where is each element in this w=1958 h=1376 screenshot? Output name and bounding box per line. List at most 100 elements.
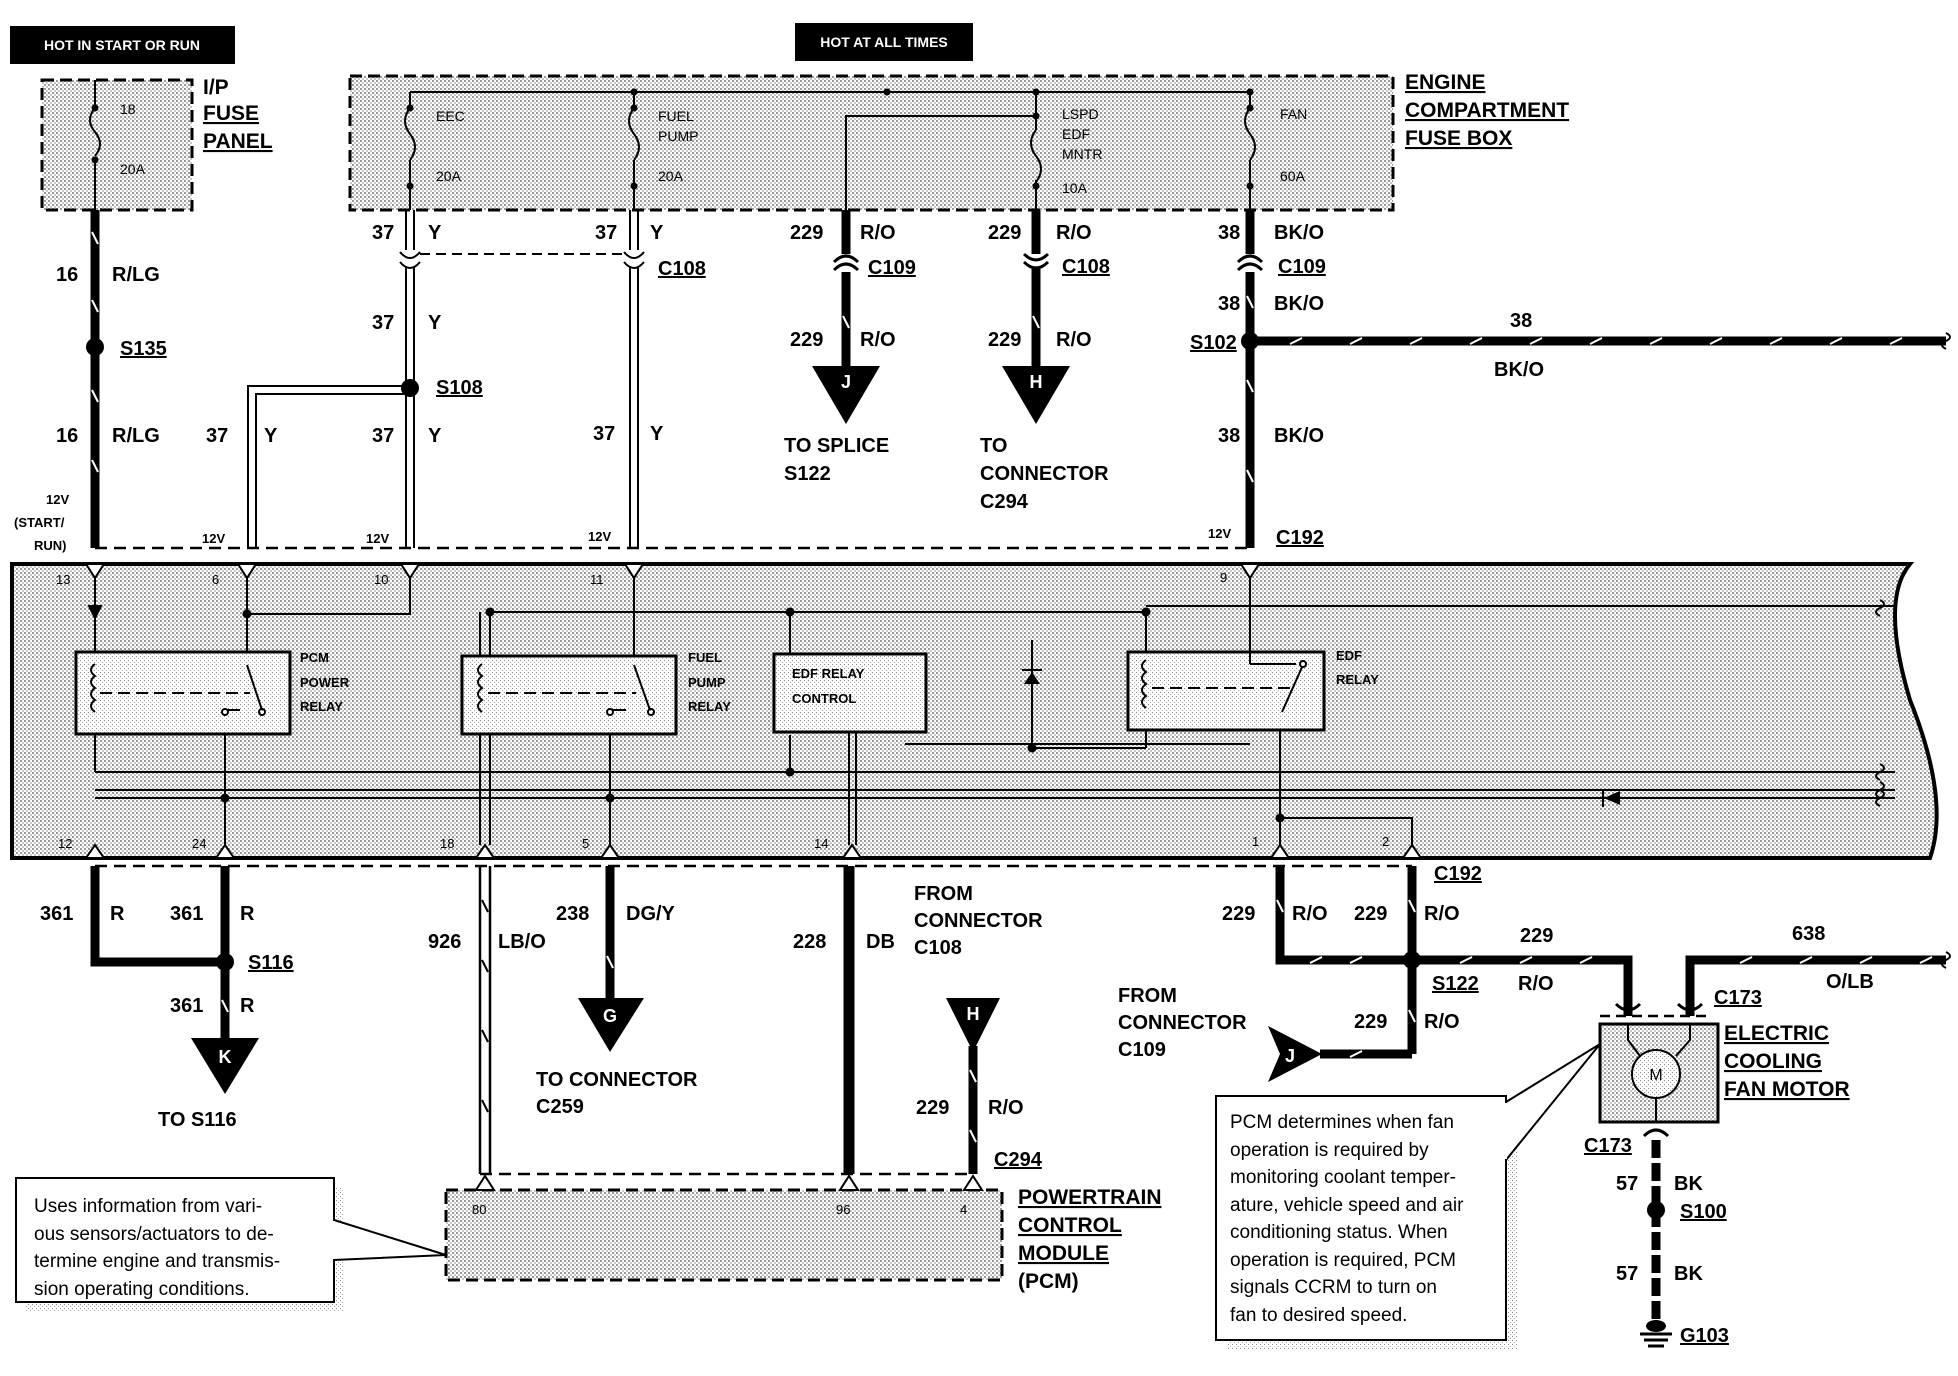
svg-text:C259: C259 <box>536 1096 584 1118</box>
svg-text:(PCM): (PCM) <box>1018 1270 1079 1293</box>
svg-text:RELAY: RELAY <box>688 699 731 714</box>
svg-text:R/O: R/O <box>1424 903 1460 925</box>
engine-compartment-fuse-box-label: ENGINE COMPARTMENT FUSE BOX <box>1405 71 1569 150</box>
svg-text:5: 5 <box>582 836 589 851</box>
fuse-icon <box>89 107 101 157</box>
svg-text:S108: S108 <box>436 377 483 399</box>
edf-relay-control: EDF RELAY CONTROL <box>772 652 928 734</box>
svg-text:38: 38 <box>1510 310 1532 332</box>
svg-text:10: 10 <box>374 572 388 587</box>
svg-text:(START/: (START/ <box>14 515 65 530</box>
wire-228: 228 DB FROM CONNECTOR C108 <box>793 866 1043 1174</box>
svg-text:4: 4 <box>960 1202 967 1217</box>
svg-text:10A: 10A <box>1062 180 1088 196</box>
svg-text:37: 37 <box>595 222 617 244</box>
svg-text:R: R <box>240 903 255 925</box>
svg-text:R/O: R/O <box>1056 329 1092 351</box>
svg-text:37: 37 <box>372 312 394 334</box>
svg-text:S116: S116 <box>248 952 294 974</box>
svg-text:RELAY: RELAY <box>300 699 343 714</box>
svg-text:ELECTRIC: ELECTRIC <box>1724 1022 1829 1045</box>
svg-text:C109: C109 <box>868 257 916 279</box>
wire-37-labels: 37 Y 37 Y C108 37 Y S108 37 Y 37 Y 37 Y <box>206 222 706 447</box>
svg-text:229: 229 <box>916 1097 949 1119</box>
coil-icon <box>477 663 484 713</box>
svg-text:R/O: R/O <box>1518 973 1554 995</box>
svg-text:C108: C108 <box>914 937 962 959</box>
svg-text:16: 16 <box>56 425 78 447</box>
fuse-icon <box>404 107 416 161</box>
svg-text:20A: 20A <box>436 168 462 184</box>
svg-text:BK: BK <box>1674 1263 1703 1285</box>
svg-text:Uses information from vari-: Uses information from vari- <box>34 1196 262 1217</box>
powertrain-control-module: 80 96 4 POWERTRAIN CONTROL MODULE (PCM) <box>444 1174 1162 1293</box>
svg-text:361: 361 <box>170 903 203 925</box>
svg-text:238: 238 <box>556 903 589 925</box>
splice-dot <box>1403 951 1421 969</box>
svg-text:C108: C108 <box>658 258 706 280</box>
pcm-power-relay: PCM POWER RELAY <box>74 650 350 736</box>
svg-text:RUN): RUN) <box>34 538 67 553</box>
svg-text:FUSE: FUSE <box>203 102 259 125</box>
svg-text:R/O: R/O <box>988 1097 1024 1119</box>
wire-638: 638 O/LB <box>1685 923 1951 1016</box>
svg-text:12: 12 <box>58 836 72 851</box>
svg-text:ous sensors/actuators to de-: ous sensors/actuators to de- <box>34 1224 274 1245</box>
note-pcm-fan-logic: PCM determines when fan operation is req… <box>1215 1043 1601 1350</box>
svg-text:PCM determines when fan: PCM determines when fan <box>1230 1112 1454 1133</box>
svg-text:FUEL: FUEL <box>658 108 694 124</box>
svg-text:R/O: R/O <box>1056 222 1092 244</box>
svg-text:361: 361 <box>40 903 73 925</box>
svg-text:S122: S122 <box>784 463 831 485</box>
ccrm-top-connector: 12V (START/ RUN) 12V 12V 12V 12V C192 <box>14 492 1324 553</box>
svg-text:MNTR: MNTR <box>1062 146 1102 162</box>
svg-text:S102: S102 <box>1190 332 1237 354</box>
svg-text:PUMP: PUMP <box>658 128 698 144</box>
svg-text:FROM: FROM <box>1118 985 1177 1007</box>
coil-icon <box>1141 659 1148 709</box>
svg-text:229: 229 <box>1520 925 1553 947</box>
svg-text:PANEL: PANEL <box>203 130 273 153</box>
svg-text:conditioning status. When: conditioning status. When <box>1230 1222 1448 1243</box>
svg-text:38: 38 <box>1218 293 1240 315</box>
svg-text:37: 37 <box>372 222 394 244</box>
svg-text:638: 638 <box>1792 923 1825 945</box>
arrow-j-in <box>1268 1026 1322 1082</box>
svg-text:37: 37 <box>206 425 228 447</box>
svg-text:C109: C109 <box>1278 256 1326 278</box>
svg-text:FUSE BOX: FUSE BOX <box>1405 127 1512 150</box>
svg-text:FROM: FROM <box>914 883 973 905</box>
svg-text:60A: 60A <box>1280 168 1306 184</box>
svg-text:926: 926 <box>428 931 461 953</box>
svg-text:I/P: I/P <box>203 76 229 99</box>
wire-37 <box>247 210 645 548</box>
ip-fuse-panel-label: I/P FUSE PANEL <box>203 76 273 153</box>
fuse-fan: FAN 60A <box>1244 88 1307 210</box>
svg-text:TO CONNECTOR: TO CONNECTOR <box>536 1069 698 1091</box>
svg-text:96: 96 <box>836 1202 850 1217</box>
svg-text:R/O: R/O <box>1424 1011 1460 1033</box>
svg-text:20A: 20A <box>120 161 146 177</box>
svg-text:PCM: PCM <box>300 650 329 665</box>
wire-16: 16 R/LG S135 16 R/LG <box>56 210 167 548</box>
wire-361: K 361 R 361 R S116 361 R TO S116 <box>40 866 294 1131</box>
ip-fuse-panel: 18 20A <box>40 78 194 212</box>
arrow-h <box>1002 366 1070 424</box>
svg-text:11: 11 <box>590 572 604 587</box>
arrow-k <box>191 1038 259 1094</box>
svg-text:80: 80 <box>472 1202 486 1217</box>
svg-text:TO: TO <box>980 435 1007 457</box>
svg-text:Y: Y <box>264 425 278 447</box>
svg-text:FUEL: FUEL <box>688 650 722 665</box>
coil-icon <box>90 663 97 713</box>
svg-text:PUMP: PUMP <box>688 675 726 690</box>
svg-text:Y: Y <box>650 222 664 244</box>
svg-text:operation is required by: operation is required by <box>1230 1140 1429 1161</box>
svg-text:DG/Y: DG/Y <box>626 903 676 925</box>
wire-926: 926 LB/O <box>428 866 546 1174</box>
svg-text:18: 18 <box>440 836 454 851</box>
fuse-fuel-pump: FUEL PUMP 20A <box>628 88 698 210</box>
wire-229-from-h: H 229 R/O C294 <box>916 998 1043 1174</box>
svg-text:C109: C109 <box>1118 1039 1166 1061</box>
svg-text:12V: 12V <box>366 531 389 546</box>
